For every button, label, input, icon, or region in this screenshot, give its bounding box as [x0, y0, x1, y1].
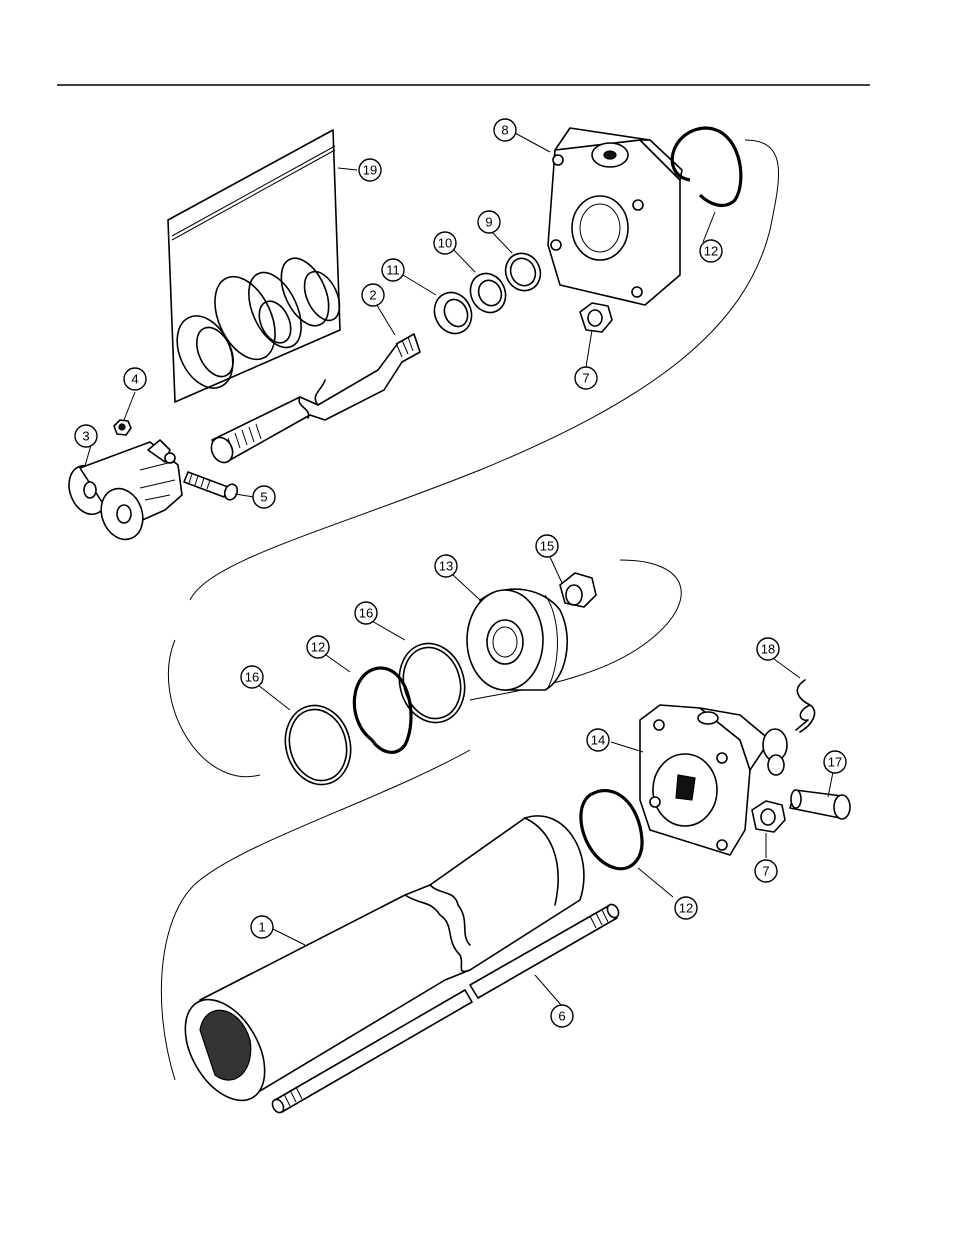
callout-6: 6	[551, 1005, 573, 1027]
svg-text:19: 19	[363, 163, 377, 178]
piston-ring-16-left	[277, 698, 360, 792]
svg-text:8: 8	[501, 123, 508, 138]
svg-text:7: 7	[762, 864, 769, 879]
base-end-cap	[640, 705, 787, 855]
tie-rod-nut-top	[580, 303, 612, 332]
clevis-nut	[114, 420, 131, 435]
callout-16-left: 16	[241, 666, 263, 688]
callout-12-middle: 12	[307, 636, 329, 658]
svg-text:12: 12	[704, 244, 718, 259]
svg-text:18: 18	[761, 642, 775, 657]
rod-end-cap	[548, 128, 682, 305]
callout-18: 18	[757, 638, 779, 660]
svg-text:17: 17	[828, 755, 842, 770]
clevis-pin	[790, 790, 850, 819]
callout-4: 4	[124, 368, 146, 390]
svg-text:13: 13	[439, 559, 453, 574]
svg-text:16: 16	[359, 606, 373, 621]
rod-seal-9	[500, 248, 547, 297]
svg-text:11: 11	[386, 263, 400, 278]
svg-text:12: 12	[679, 901, 693, 916]
svg-text:4: 4	[131, 372, 138, 387]
callout-19: 19	[359, 159, 381, 181]
svg-text:2: 2	[369, 288, 376, 303]
hairpin-cotter	[796, 680, 815, 732]
callout-16-right: 16	[355, 602, 377, 624]
callout-8: 8	[494, 119, 516, 141]
piston	[467, 589, 567, 690]
callout-3: 3	[75, 425, 97, 447]
callout-14: 14	[587, 729, 609, 751]
callout-7-bottom: 7	[755, 860, 777, 882]
callout-15: 15	[536, 535, 558, 557]
piston-nut	[560, 573, 596, 607]
svg-text:7: 7	[582, 371, 589, 386]
callout-1: 1	[251, 916, 273, 938]
piston-ring-12-middle	[354, 668, 411, 752]
callout-12-top: 12	[700, 240, 722, 262]
svg-text:16: 16	[245, 670, 259, 685]
svg-text:6: 6	[558, 1009, 565, 1024]
clevis	[63, 440, 182, 545]
callout-12-bottom: 12	[675, 897, 697, 919]
callout-13: 13	[435, 555, 457, 577]
svg-text:10: 10	[438, 236, 452, 251]
callout-7-top: 7	[575, 367, 597, 389]
clevis-bolt	[184, 472, 239, 502]
svg-text:3: 3	[82, 429, 89, 444]
snap-ring-top	[672, 128, 741, 205]
seal-kit-bag	[166, 130, 346, 402]
svg-text:12: 12	[311, 640, 325, 655]
callout-5: 5	[253, 486, 275, 508]
callout-2: 2	[362, 284, 384, 306]
callout-9: 9	[478, 211, 500, 233]
svg-text:1: 1	[258, 920, 265, 935]
callout-10: 10	[434, 232, 456, 254]
tie-rod-nut-bottom	[752, 801, 785, 832]
svg-text:5: 5	[260, 490, 267, 505]
svg-text:15: 15	[540, 539, 554, 554]
callout-17: 17	[824, 751, 846, 773]
svg-text:9: 9	[485, 215, 492, 230]
snap-ring-bottom	[581, 791, 642, 869]
callout-11: 11	[382, 259, 404, 281]
svg-text:14: 14	[591, 733, 605, 748]
